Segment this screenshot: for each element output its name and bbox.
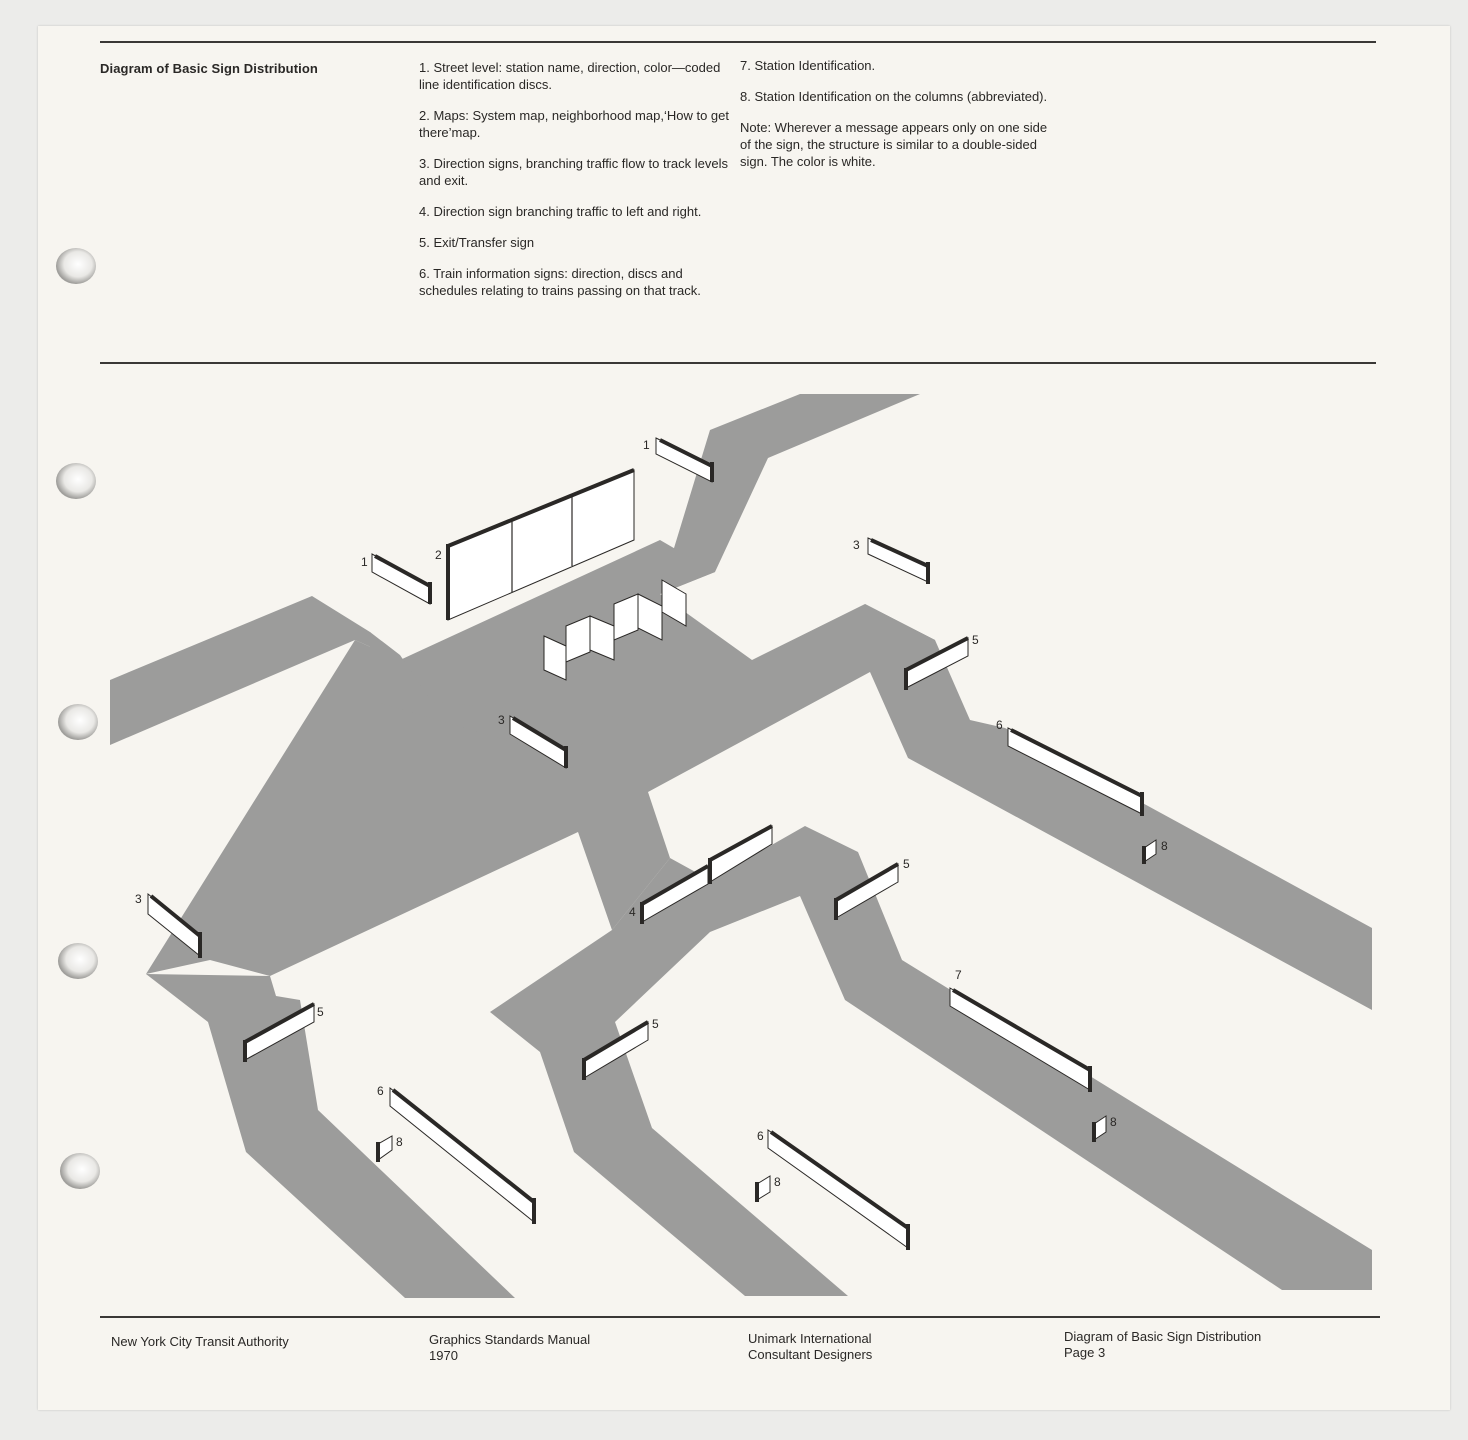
label-column-id-sign-8b: 8 (396, 1135, 403, 1149)
label-station-id-sign-7: 7 (955, 968, 962, 982)
train-info-sign-6b (389, 1086, 536, 1224)
footer-manual-title: Graphics Standards Manual (429, 1332, 591, 1347)
legend-item-3: 3. Direction signs, branching traffic fl… (419, 156, 729, 188)
label-column-id-sign-8d: 8 (774, 1175, 781, 1189)
middle-rule (100, 362, 1376, 364)
column-id-sign-8d (755, 1175, 771, 1202)
footer-section: Diagram of Basic Sign Distribution Page … (1064, 1329, 1261, 1361)
footer-firm-name: Unimark International (748, 1331, 872, 1346)
corridor-entrance-top (660, 394, 920, 594)
label-map-panel-2: 2 (435, 548, 442, 562)
label-direction-sign-3c: 3 (135, 892, 142, 906)
label-column-id-sign-8c: 8 (1110, 1115, 1117, 1129)
label-direction-sign-3b: 3 (498, 713, 505, 727)
footer-firm: Unimark International Consultant Designe… (748, 1331, 872, 1363)
column-id-sign-8b (376, 1135, 393, 1162)
label-exit-sign-5c: 5 (317, 1005, 324, 1019)
street-sign-1a (655, 437, 714, 483)
binder-hole (58, 943, 98, 979)
binder-hole (56, 463, 96, 499)
label-street-sign-1b: 1 (361, 555, 368, 569)
footer-manual-year: 1970 (429, 1348, 458, 1363)
corridor-middle-branch (490, 826, 1372, 1296)
label-direction-sign-3a: 3 (853, 538, 860, 552)
direction-sign-3a (867, 537, 930, 584)
branch-sign-4 (640, 824, 773, 924)
legend-right-column: 7. Station Identification. 8. Station Id… (740, 57, 1050, 184)
top-rule (100, 41, 1376, 43)
corridor-mezzanine-upper (370, 632, 630, 756)
turnstile-row (543, 579, 687, 681)
label-train-info-sign-6c: 6 (757, 1129, 764, 1143)
bottom-rule (100, 1316, 1380, 1318)
binder-hole (56, 248, 96, 284)
label-exit-sign-5d: 5 (652, 1017, 659, 1031)
legend-item-6: 6. Train information signs: direction, d… (419, 266, 701, 298)
street-sign-1b (371, 553, 432, 605)
label-branch-sign-4: 4 (629, 905, 636, 919)
exit-sign-5c (243, 1002, 315, 1062)
legend-item-5: 5. Exit/Transfer sign (419, 235, 535, 250)
legend-item-4: 4. Direction sign branching traffic to l… (419, 204, 702, 219)
footer-page-number: Page 3 (1064, 1345, 1106, 1360)
label-column-id-sign-8a: 8 (1161, 839, 1168, 853)
exit-sign-5a (904, 636, 969, 690)
corridor-entrance-left (110, 596, 432, 745)
label-train-info-sign-6a: 6 (996, 718, 1003, 732)
label-train-info-sign-6b: 6 (377, 1084, 384, 1098)
direction-sign-3c (147, 892, 202, 958)
label-exit-sign-5a: 5 (972, 633, 979, 647)
footer-authority: New York City Transit Authority (111, 1334, 289, 1350)
legend-item-7: 7. Station Identification. (740, 58, 876, 73)
legend-item-8: 8. Station Identification on the columns… (740, 89, 1048, 104)
direction-sign-3b (509, 715, 568, 769)
corridor-left-stair (146, 974, 515, 1298)
legend-item-1: 1. Street level: station name, direction… (419, 60, 721, 92)
legend-note: Note: Wherever a message appears only on… (740, 120, 1048, 169)
label-exit-sign-5b: 5 (903, 857, 910, 871)
legend-item-2: 2. Maps: System map, neighborhood map,‘H… (419, 108, 729, 140)
station-id-sign-7 (949, 987, 1092, 1092)
footer-manual: Graphics Standards Manual 1970 (429, 1332, 590, 1364)
page-title: Diagram of Basic Sign Distribution (100, 61, 318, 76)
map-panel-2 (446, 468, 635, 621)
train-info-sign-6c (767, 1129, 910, 1250)
binder-hole (60, 1153, 100, 1189)
train-info-sign-6a (1007, 727, 1144, 816)
footer-section-title: Diagram of Basic Sign Distribution (1064, 1329, 1262, 1344)
footer-firm-role: Consultant Designers (748, 1347, 873, 1362)
column-id-sign-8c (1092, 1115, 1107, 1142)
legend-left-column: 1. Street level: station name, direction… (419, 59, 729, 313)
corridor-mezzanine (146, 540, 935, 976)
corridor-right-stair (865, 604, 1372, 1010)
footer-authority-name: New York City Transit Authority (111, 1334, 289, 1349)
column-id-sign-8a (1142, 839, 1157, 864)
binder-hole (58, 704, 98, 740)
label-street-sign-1a: 1 (643, 438, 650, 452)
exit-sign-5d (582, 1020, 650, 1080)
corridor-network (110, 394, 1372, 1298)
exit-sign-5b (834, 862, 900, 920)
